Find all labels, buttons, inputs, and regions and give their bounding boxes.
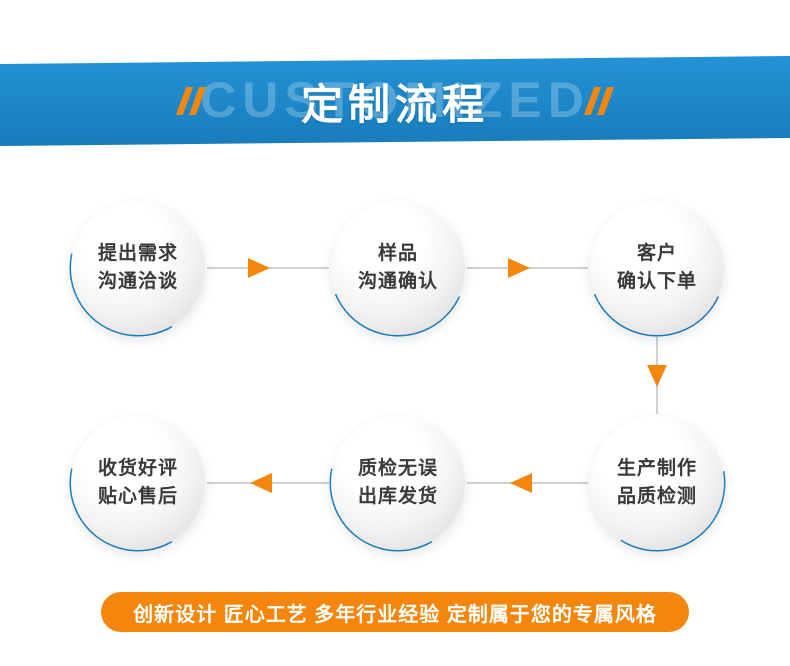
- step-label-line2: 确认下单: [616, 271, 697, 292]
- step-label-line1: 提出需求: [97, 243, 178, 265]
- step-circle-5: 质检无误 出库发货: [329, 414, 467, 552]
- step-label: 样品 沟通确认: [331, 201, 465, 335]
- step-ball: [590, 416, 724, 550]
- arrow-right-icon-1: [248, 258, 270, 278]
- arrow-left-icon-1: [510, 473, 532, 493]
- step-label-line2: 贴心售后: [97, 486, 178, 507]
- slash-icon-left: [178, 87, 204, 115]
- step-label-line2: 出库发货: [357, 486, 438, 507]
- step-label-line1: 生产制作: [616, 458, 697, 480]
- step-label: 客户 确认下单: [590, 201, 724, 335]
- step-circle-6: 收货好评 贴心售后: [69, 414, 207, 552]
- step-label: 收货好评 贴心售后: [71, 416, 205, 550]
- footer-banner: 创新设计 匠心工艺 多年行业经验 定制属于您的专属风格: [101, 592, 689, 632]
- step-circle-2: 样品 沟通确认: [329, 199, 467, 337]
- step-circle-4: 生产制作 品质检测: [588, 414, 726, 552]
- step-circle-1: 提出需求 沟通洽谈: [69, 199, 207, 337]
- arrow-down-icon: [647, 365, 667, 387]
- step-label-line2: 沟通洽谈: [97, 271, 178, 292]
- step-label-line2: 品质检测: [616, 486, 697, 507]
- arrow-left-icon-2: [250, 473, 272, 493]
- banner-watermark: CUSTOMIZED: [200, 71, 590, 128]
- step-ball: [71, 201, 205, 335]
- footer-text: 创新设计 匠心工艺 多年行业经验 定制属于您的专属风格: [133, 603, 657, 626]
- slash-icon-right: [586, 87, 612, 115]
- step-ball: [71, 416, 205, 550]
- step-label-line1: 收货好评: [97, 458, 178, 480]
- banner: CUSTOMIZED 定制流程: [0, 56, 790, 146]
- banner-inner: CUSTOMIZED 定制流程: [0, 56, 790, 146]
- step-label-line2: 沟通确认: [357, 271, 438, 292]
- step-ball: [590, 201, 724, 335]
- step-label-line1: 客户: [636, 243, 677, 265]
- step-label: 提出需求 沟通洽谈: [71, 201, 205, 335]
- step-ball: [331, 201, 465, 335]
- step-circle-3: 客户 确认下单: [588, 199, 726, 337]
- step-label-line1: 质检无误: [357, 458, 438, 480]
- arrow-right-icon-2: [508, 258, 530, 278]
- step-label-line1: 样品: [377, 243, 418, 265]
- step-ball: [331, 416, 465, 550]
- step-label: 质检无误 出库发货: [331, 416, 465, 550]
- banner-title: 定制流程: [300, 80, 489, 128]
- step-label: 生产制作 品质检测: [590, 416, 724, 550]
